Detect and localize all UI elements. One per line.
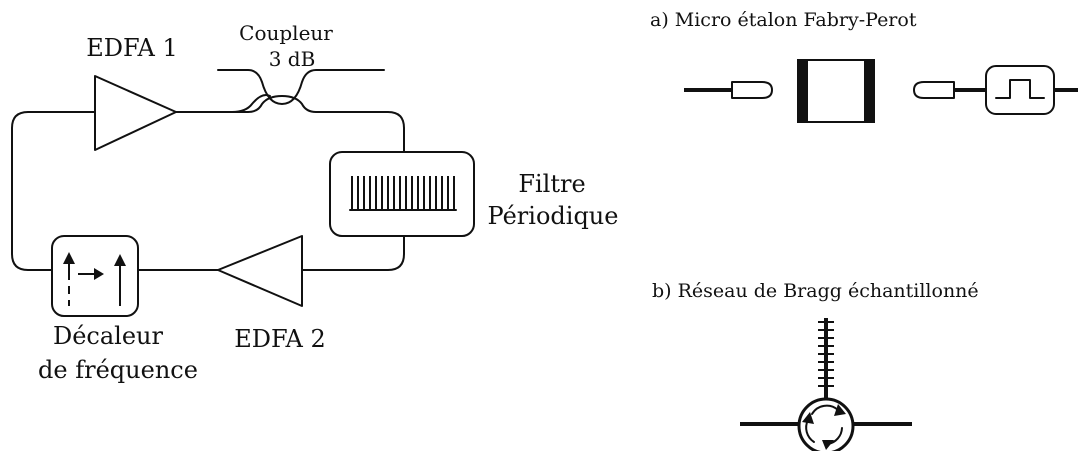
edfa2-label: EDFA 2	[234, 325, 326, 353]
option-a-label: a) Micro étalon Fabry-Perot	[650, 9, 917, 31]
periodic-filter	[329, 151, 475, 237]
filter-comb-lines	[351, 176, 455, 210]
option-b-label: b) Réseau de Bragg échantillonné	[652, 280, 979, 302]
collimator-right	[913, 81, 955, 99]
ring-cavity	[11, 69, 405, 271]
pulse-icon	[995, 79, 1045, 99]
filter-label-line2: Périodique	[488, 202, 619, 230]
fiber-filter-to-edfa2	[301, 235, 405, 271]
edfa2-amplifier	[217, 235, 303, 307]
shifter-label-line2: de fréquence	[38, 356, 198, 384]
fabry-perot-etalon	[797, 59, 875, 123]
coupler-label-line1: Coupleur	[239, 21, 333, 45]
grating-ticks	[818, 321, 834, 387]
fiber-left-segment	[11, 111, 96, 271]
coupler-3db	[217, 69, 385, 105]
coupler-label-line2: 3 dB	[269, 47, 316, 71]
collimator-left	[731, 81, 773, 99]
edfa1-label: EDFA 1	[86, 34, 178, 62]
frequency-shifter	[51, 235, 139, 317]
edfa1-amplifier	[94, 75, 177, 151]
bragg-grating-setup	[740, 318, 912, 451]
filter-label-line1: Filtre	[518, 170, 585, 198]
fabry-perot-setup	[684, 59, 1078, 123]
shifter-label-line1: Décaleur	[53, 322, 164, 350]
fiber-coupler-to-filter	[231, 94, 271, 113]
coupler-lower-arm	[175, 95, 405, 153]
detector-box	[985, 65, 1055, 115]
